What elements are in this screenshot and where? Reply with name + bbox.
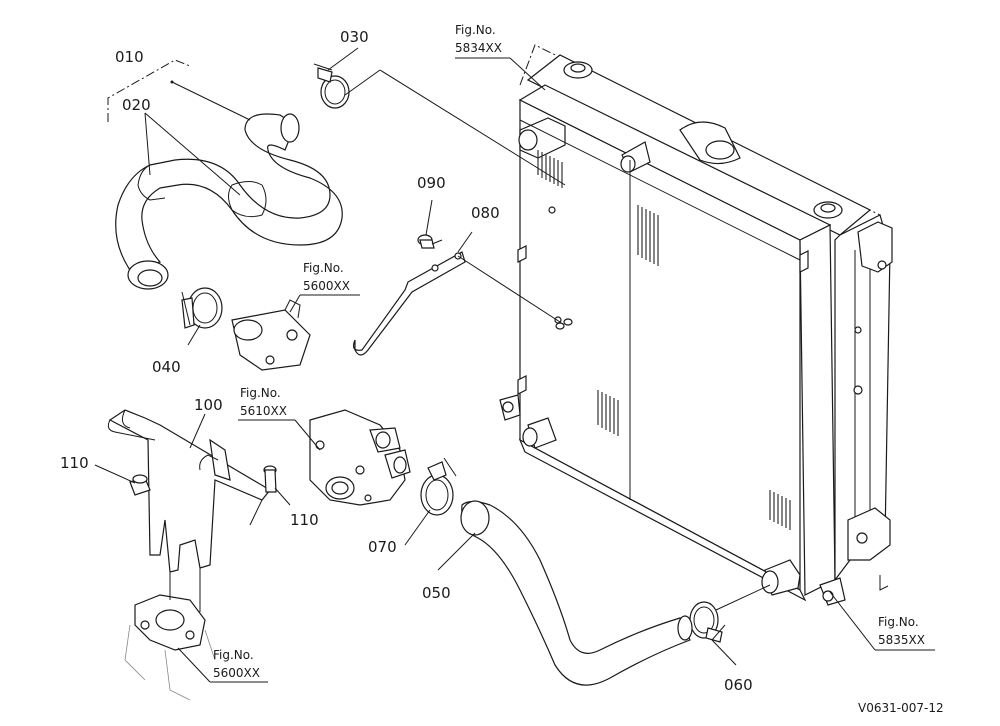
water-flange-upper	[231, 299, 311, 371]
lower-hose	[460, 500, 693, 686]
clamp-060	[689, 601, 726, 643]
bolt-090	[417, 234, 443, 249]
label-110-right: 110	[290, 511, 319, 529]
bolt-110-left	[129, 474, 151, 496]
clamp-030	[313, 63, 350, 109]
fig-5835-line2: 5835XX	[878, 633, 925, 647]
drawing-code: V0631-007-12	[858, 701, 944, 715]
nut-pair	[555, 318, 573, 330]
water-flange-lower	[124, 594, 216, 701]
label-030: 030	[340, 28, 369, 46]
leader-lines	[94, 47, 935, 683]
clamp-070	[420, 457, 457, 516]
fig-5600a-line1: Fig.No.	[303, 261, 344, 275]
radiator-assembly	[499, 44, 893, 606]
fig-5600b-line1: Fig.No.	[213, 648, 254, 662]
upper-hose	[115, 113, 343, 290]
label-040: 040	[152, 358, 181, 376]
fig-5835-line1: Fig.No.	[878, 615, 919, 629]
part-labels: 010 020 030 040 050 060 070 080 090 100 …	[60, 28, 753, 694]
fig-5610-line2: 5610XX	[240, 404, 287, 418]
fig-5610-line1: Fig.No.	[240, 386, 281, 400]
label-010: 010	[115, 48, 144, 66]
label-110-left: 110	[60, 454, 89, 472]
label-060: 060	[724, 676, 753, 694]
water-pump	[309, 409, 411, 506]
label-080: 080	[471, 204, 500, 222]
fig-5600b-line2: 5600XX	[213, 666, 260, 680]
label-020: 020	[122, 96, 151, 114]
clamp-040	[181, 287, 223, 329]
fig-5834-line1: Fig.No.	[455, 23, 496, 37]
label-090: 090	[417, 174, 446, 192]
bracket-080	[352, 251, 466, 356]
figure-references: Fig.No. 5834XX Fig.No. 5600XX Fig.No. 56…	[213, 23, 925, 680]
fig-5834-line2: 5834XX	[455, 41, 502, 55]
fig-5600a-line2: 5600XX	[303, 279, 350, 293]
bracket-100	[107, 409, 271, 573]
label-100: 100	[194, 396, 223, 414]
label-050: 050	[422, 584, 451, 602]
bolt-110-right	[263, 465, 277, 493]
label-070: 070	[368, 538, 397, 556]
